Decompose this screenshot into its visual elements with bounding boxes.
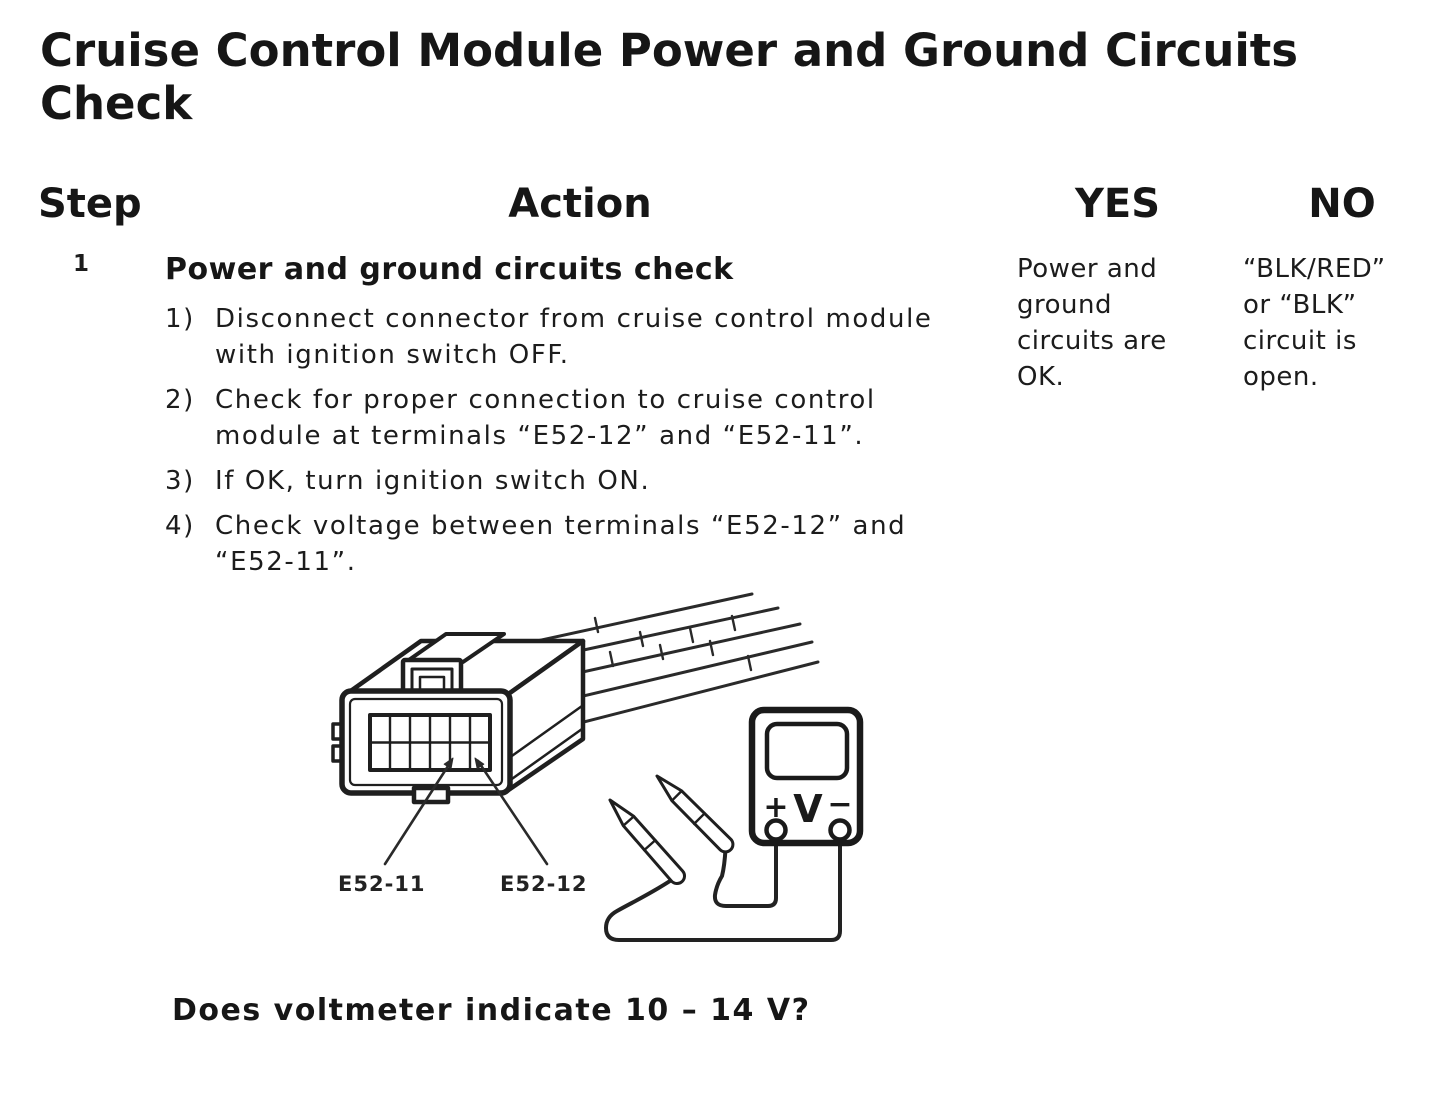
- page-title-line1: Cruise Control Module Power and Ground C…: [40, 24, 1299, 77]
- action-step-list: 1) Disconnect connector from cruise cont…: [165, 301, 965, 580]
- voltmeter-v-label: V: [793, 787, 823, 831]
- pin-label-e52-11: E52-11: [338, 872, 426, 896]
- column-header-action: Action: [508, 181, 652, 227]
- list-item-number: 1): [165, 304, 195, 334]
- voltmeter-minus-sign: −: [827, 787, 852, 822]
- step-number: 1: [73, 251, 90, 277]
- column-header-yes: YES: [1074, 181, 1161, 227]
- voltmeter-plus-sign: +: [763, 790, 788, 825]
- column-header-step: Step: [38, 181, 142, 227]
- pin-label-e52-12: E52-12: [500, 872, 588, 896]
- list-item: 3) If OK, turn ignition switch ON.: [165, 463, 955, 499]
- connector-illustration: [331, 632, 586, 805]
- column-header-no: NO: [1308, 181, 1376, 227]
- test-probes: [608, 774, 735, 885]
- action-heading: Power and ground circuits check: [165, 252, 734, 287]
- voltmeter-illustration: + V −: [748, 706, 864, 847]
- page-title: Cruise Control Module Power and Ground C…: [40, 24, 1380, 130]
- page-title-line2: Check: [40, 77, 193, 130]
- list-item-text: If OK, turn ignition switch ON.: [215, 466, 651, 496]
- pin-grid: [368, 713, 492, 772]
- list-item-number: 3): [165, 466, 195, 496]
- pin-leader-lines: [383, 757, 549, 866]
- list-item-number: 4): [165, 511, 195, 541]
- test-lead-wires: [604, 838, 842, 942]
- list-item: 1) Disconnect connector from cruise cont…: [165, 301, 955, 373]
- wiring-diagram: E52-11 E52-12 + V −: [331, 592, 864, 942]
- action-cell: Power and ground circuits check 1) Disco…: [165, 251, 965, 589]
- list-item-text: Check for proper connection to cruise co…: [215, 385, 876, 451]
- list-item-text: Check voltage between terminals “E52-12”…: [215, 511, 907, 577]
- decision-question: Does voltmeter indicate 10 – 14 V?: [172, 993, 811, 1028]
- no-cell: “BLK/RED” or “BLK” circuit is open.: [1243, 254, 1386, 392]
- list-item-text: Disconnect connector from cruise control…: [215, 304, 933, 370]
- voltmeter-minus-terminal: [828, 818, 852, 842]
- list-item: 4) Check voltage between terminals “E52-…: [165, 508, 955, 580]
- voltmeter-display: [764, 721, 850, 781]
- list-item-number: 2): [165, 385, 195, 415]
- voltmeter-plus-terminal: [764, 818, 788, 842]
- list-item: 2) Check for proper connection to cruise…: [165, 382, 955, 454]
- yes-cell: Power and ground circuits are OK.: [1017, 254, 1167, 392]
